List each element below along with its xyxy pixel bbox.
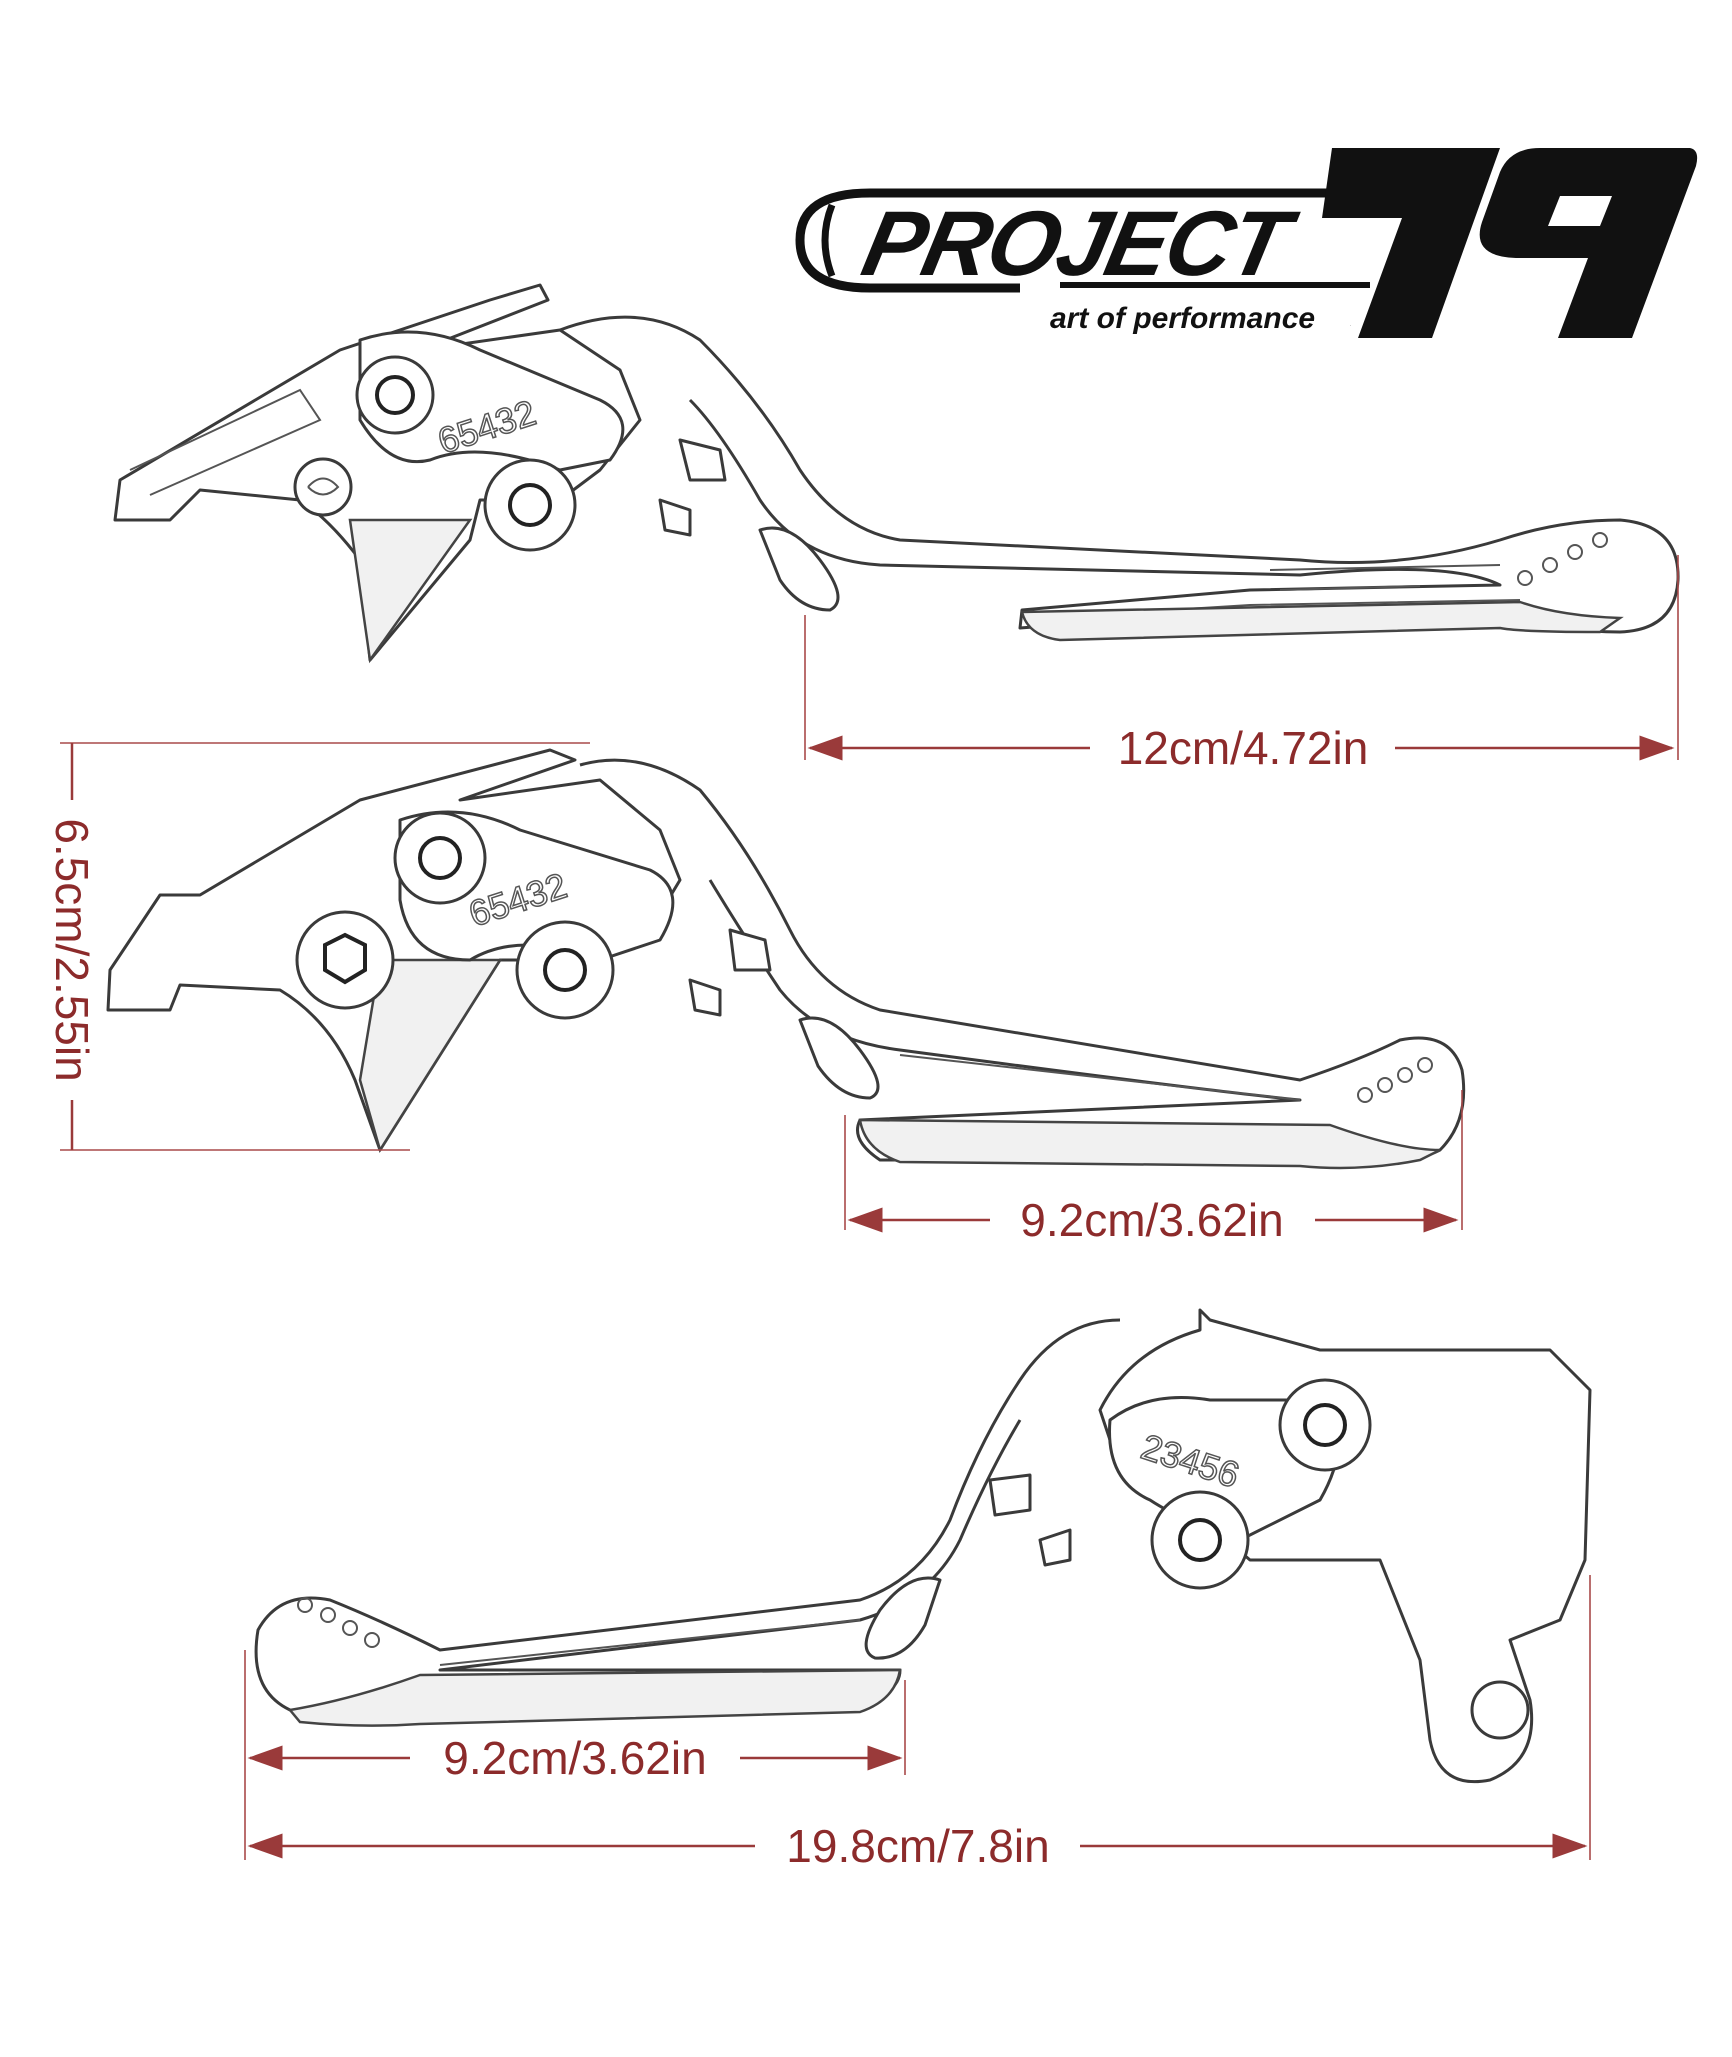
lever-top-sketch: 65432 [113, 283, 1680, 664]
project19-logo: PROJECT art of performance 19 [795, 148, 1698, 338]
logo-tagline: art of performance [1050, 302, 1315, 335]
dimension-label-19-8cm: 19.8cm/7.8in [786, 1820, 1049, 1872]
dimension-label-9-2cm-middle: 9.2cm/3.62in [1020, 1194, 1283, 1246]
logo-number-text: 19 [1350, 325, 1352, 327]
dimension-label-6-5cm: 6.5cm/2.55in [46, 818, 98, 1081]
lever-middle-sketch: 65432 [106, 748, 1466, 1170]
lever-middle-height-dimension: 6.5cm/2.55in [46, 742, 590, 1151]
lever-middle-dimension: 9.2cm/3.62in [844, 1090, 1463, 1246]
logo-number-19: 19 [1322, 148, 1698, 338]
lever-top-dimension: 12cm/4.72in [804, 555, 1679, 774]
dimension-label-12cm: 12cm/4.72in [1118, 722, 1369, 774]
lever-bottom-sketch: 23456 [254, 1308, 1592, 1784]
dimension-label-9-2cm-bottom: 9.2cm/3.62in [443, 1732, 706, 1784]
lever-bottom-dimensions: 9.2cm/3.62in 19.8cm/7.8in [244, 1575, 1591, 1872]
logo-brand-text: PROJECT [854, 192, 1305, 295]
